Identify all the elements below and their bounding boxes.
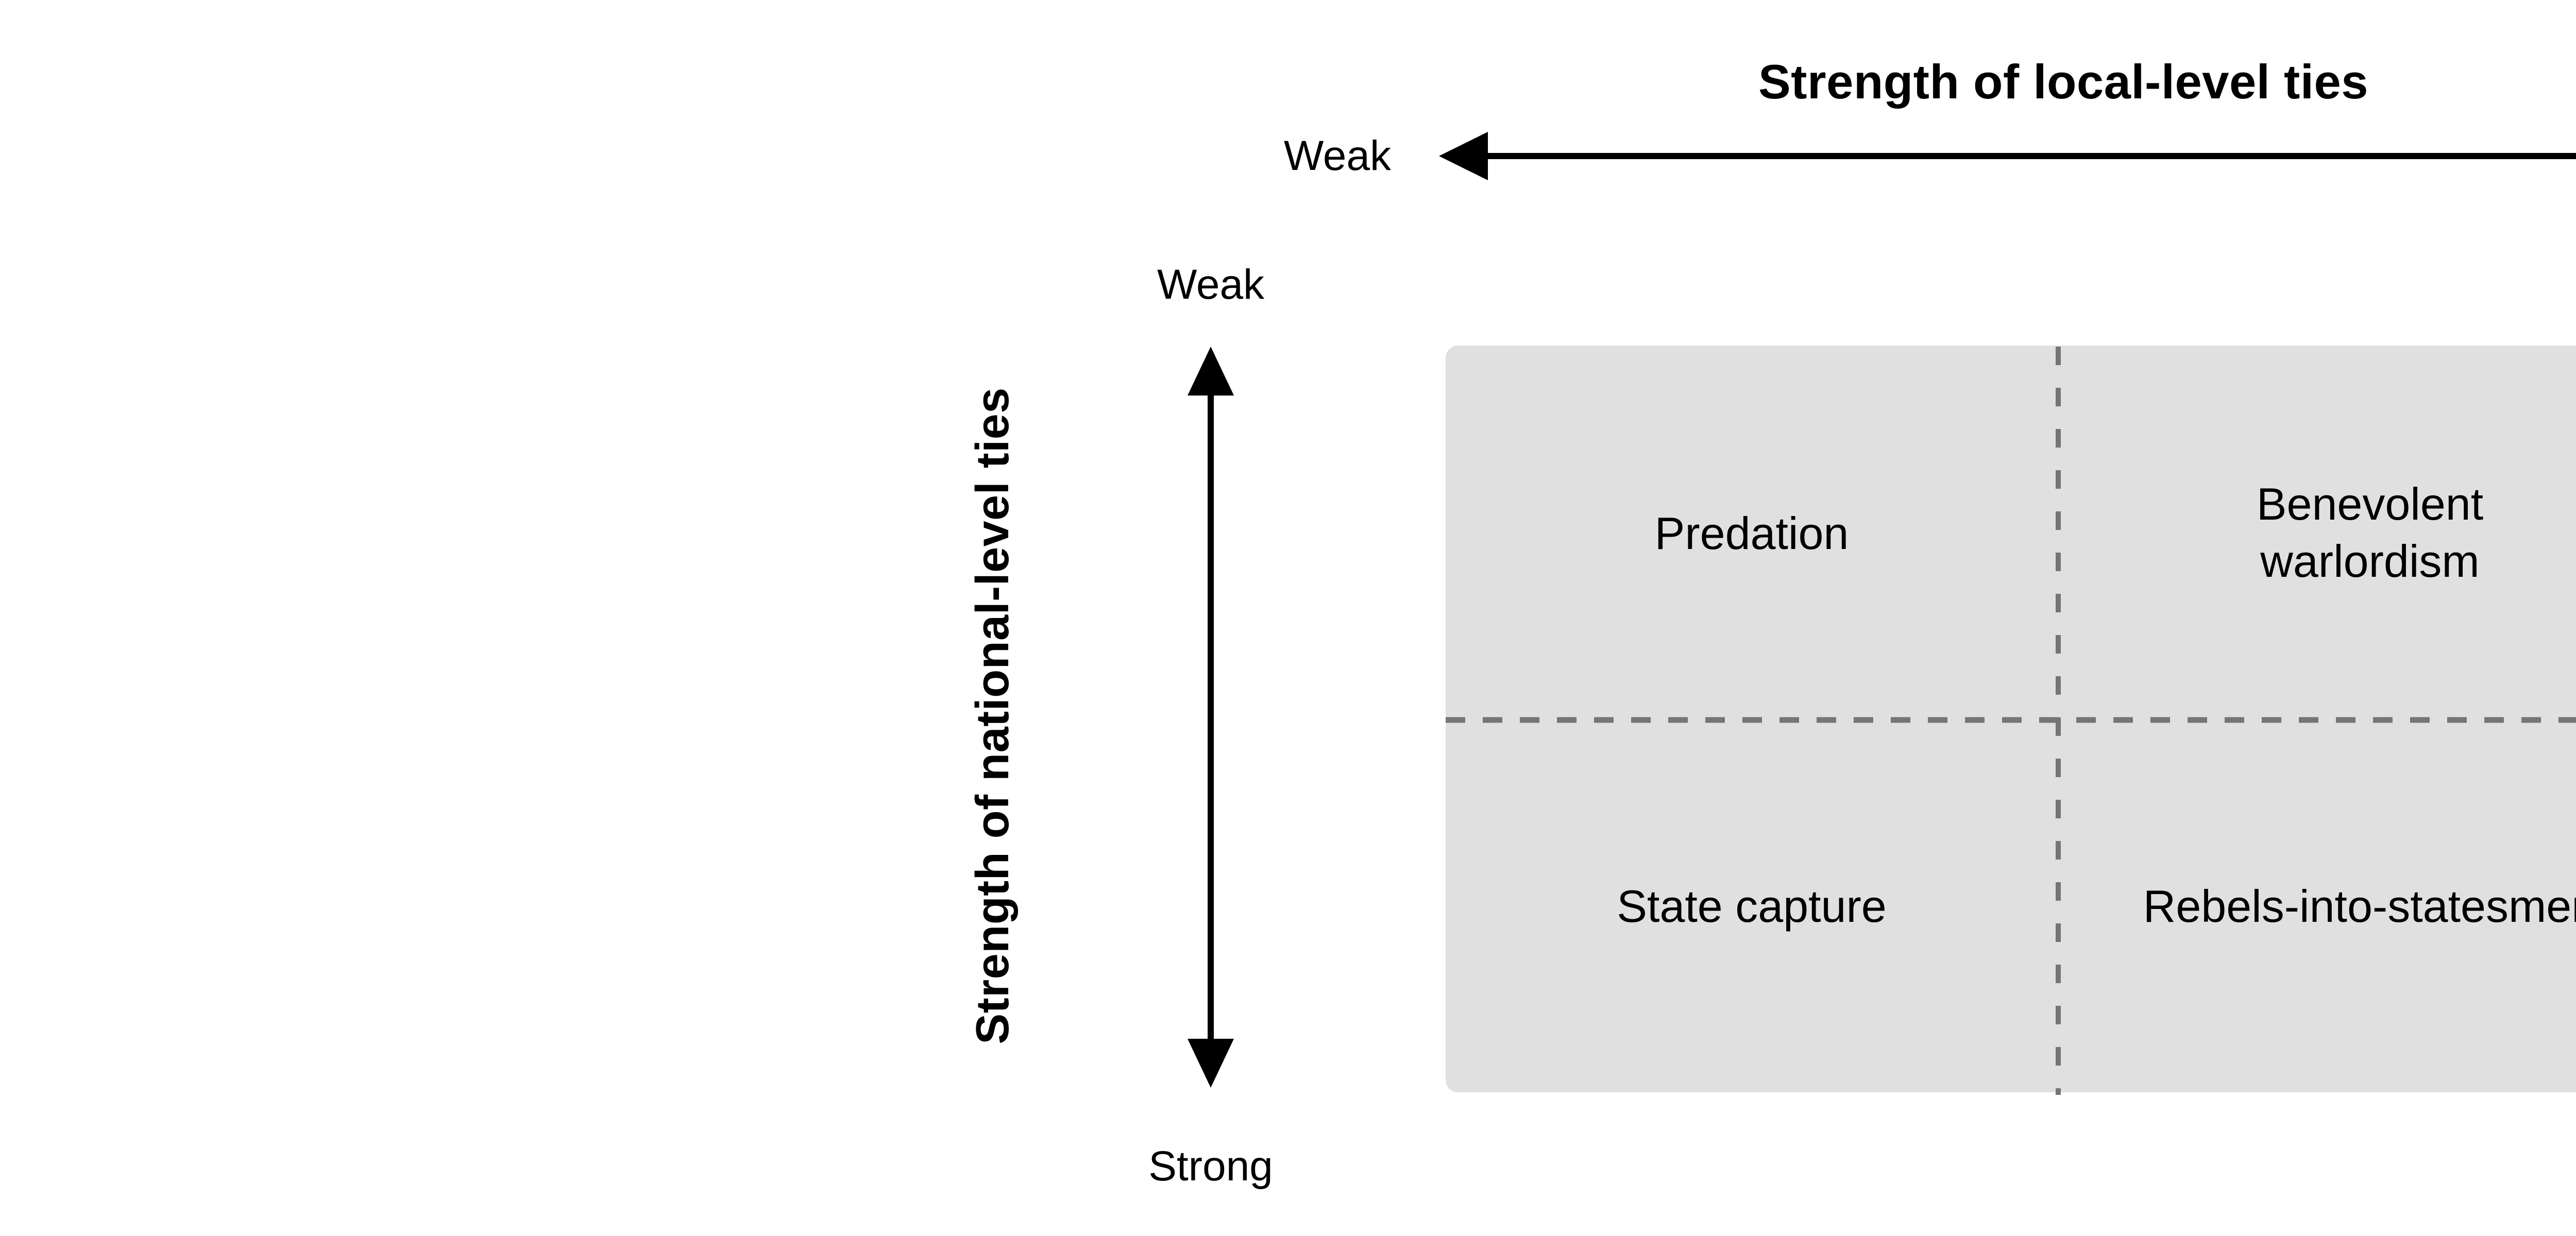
horizontal-double-arrow-icon	[1439, 132, 2576, 180]
y-axis-weak-label: Weak	[1157, 261, 1265, 308]
quadrant-label-top-left: Predation	[1654, 507, 1849, 559]
x-axis-weak-label: Weak	[1283, 132, 1391, 179]
quadrant-box	[1446, 346, 2576, 1092]
y-axis-title: Strength of national-level ties	[967, 387, 1019, 1044]
quadrant-label-bottom-left: State capture	[1617, 880, 1887, 932]
y-axis-strong-label: Strong	[1148, 1143, 1273, 1190]
quadrant-label-top-right: Benevolent warlordism	[2256, 478, 2484, 587]
vertical-double-arrow-icon	[1188, 347, 1234, 1088]
x-axis-title: Strength of local-level ties	[1758, 55, 2369, 109]
quadrant-label-bottom-right: Rebels-into-statesmen	[2143, 880, 2576, 932]
